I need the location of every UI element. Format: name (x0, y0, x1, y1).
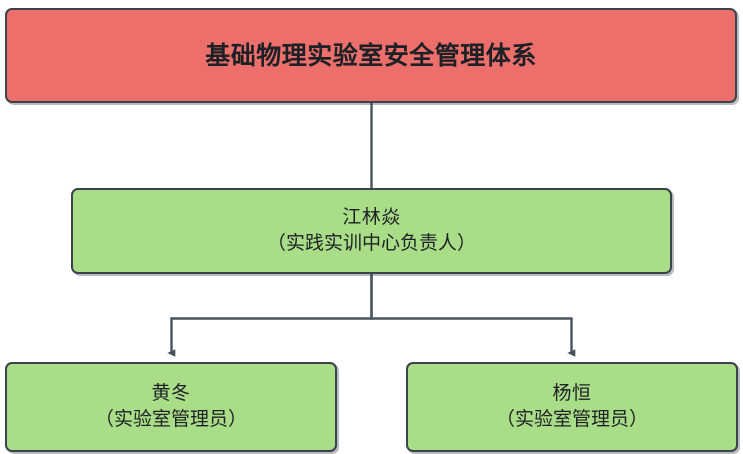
node-branch-lab-center-lead[interactable]: 江林焱 （实践实训中心负责人） (71, 188, 672, 274)
connector-branch-to-right-leaf (370, 274, 576, 357)
node-leaf-1-title: 黄冬 (151, 383, 191, 405)
node-leaf-1-subtitle: （实验室管理员） (94, 409, 247, 430)
connector-branch-to-left-leaf (167, 274, 373, 357)
node-leaf-2-subtitle: （实验室管理员） (495, 409, 648, 430)
node-root[interactable]: 基础物理实验室安全管理体系 (5, 8, 737, 103)
node-root-title: 基础物理实验室安全管理体系 (205, 41, 537, 70)
node-leaf-lab-manager-1[interactable]: 黄冬 （实验室管理员） (5, 362, 337, 452)
node-leaf-lab-manager-2[interactable]: 杨恒 （实验室管理员） (406, 362, 738, 452)
node-branch-subtitle: （实践实训中心负责人） (266, 233, 476, 254)
node-leaf-2-title: 杨恒 (552, 383, 592, 405)
node-branch-title: 江林焱 (342, 207, 401, 229)
